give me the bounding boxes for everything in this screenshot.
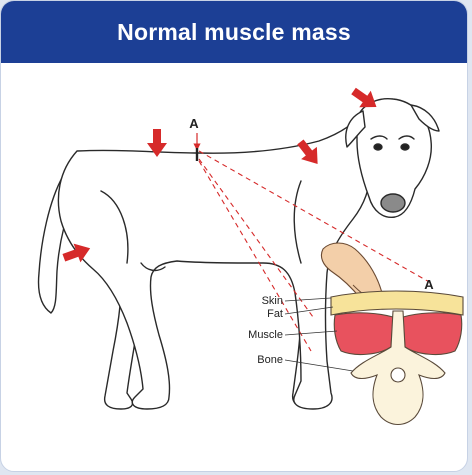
dog-body: [58, 119, 370, 409]
muscle-left: [334, 313, 393, 355]
dog-eye-left: [374, 144, 382, 150]
label-muscle: Muscle: [248, 329, 283, 341]
dog-nose: [381, 194, 405, 212]
diagram-stage: A: [1, 63, 467, 471]
page-title: Normal muscle mass: [117, 19, 351, 46]
muscle-right: [403, 313, 462, 355]
cross-section-a-label: A: [424, 277, 434, 292]
dog-muscle-diagram: A: [1, 63, 467, 471]
label-bone: Bone: [257, 354, 283, 366]
spinal-canal: [391, 368, 405, 382]
label-skin: Skin: [262, 295, 283, 307]
cross-section: [331, 291, 463, 425]
header-bar: Normal muscle mass: [1, 1, 467, 63]
label-fat: Fat: [267, 308, 283, 320]
point-a-label: A: [189, 116, 199, 131]
dog-eye-right: [401, 144, 409, 150]
